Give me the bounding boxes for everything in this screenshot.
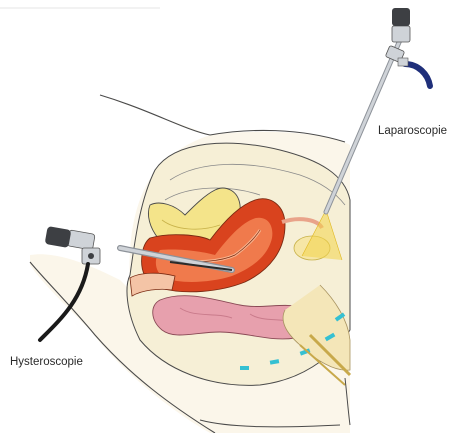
hysteroscopy-label: Hysteroscopie bbox=[10, 356, 83, 368]
laparoscope-icon bbox=[326, 8, 430, 212]
laparoscopy-label: Laparoscopie bbox=[378, 125, 447, 137]
